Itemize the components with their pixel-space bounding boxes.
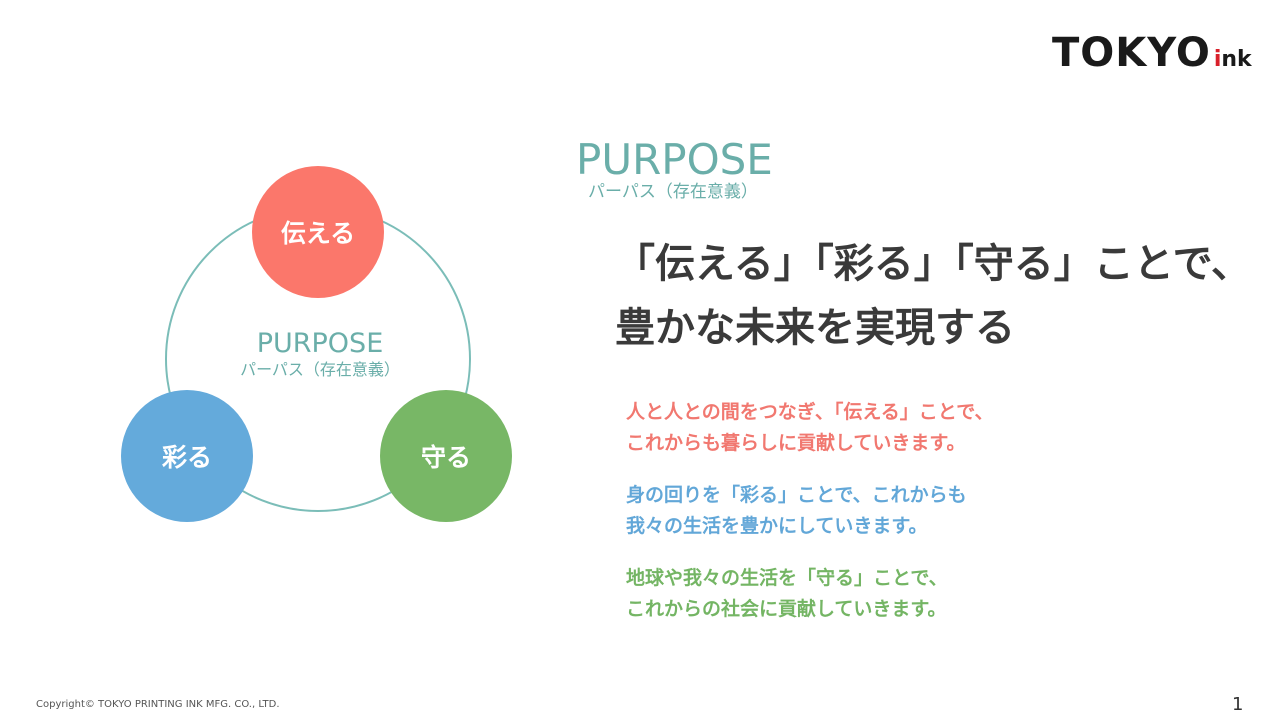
circle-mamoru: 守る <box>380 390 512 522</box>
paragraph-line: 地球や我々の生活を「守る」ことで、 <box>626 567 948 589</box>
page-number: 1 <box>1232 694 1244 715</box>
headline: 「伝える」「彩る」「守る」ことで、 豊かな未来を実現する <box>615 232 1251 360</box>
logo-ink: ink <box>1213 47 1252 72</box>
paragraph-line: 身の回りを「彩る」ことで、これからも <box>626 484 967 506</box>
paragraph-tsutaeru: 人と人との間をつなぎ、「伝える」ことで、 これからも暮らしに貢献していきます。 <box>626 397 993 459</box>
section-title-jp: パーパス（存在意義） <box>588 182 758 202</box>
headline-line-2: 豊かな未来を実現する <box>615 305 1015 351</box>
diagram-center-label: PURPOSE パーパス（存在意義） <box>200 328 440 380</box>
copyright-notice: Copyright© TOKYO PRINTING INK MFG. CO., … <box>36 699 280 710</box>
logo-wordmark: TOKYO <box>1052 30 1211 76</box>
diagram-center-subtitle: パーパス（存在意義） <box>240 360 400 379</box>
paragraph-irodoru: 身の回りを「彩る」ことで、これからも 我々の生活を豊かにしていきます。 <box>626 480 967 542</box>
paragraph-line: 我々の生活を豊かにしていきます。 <box>626 515 928 537</box>
diagram-center-title: PURPOSE <box>256 328 384 359</box>
paragraph-line: 人と人との間をつなぎ、「伝える」ことで、 <box>626 401 994 423</box>
purpose-diagram: PURPOSE パーパス（存在意義） 伝える 彩る 守る <box>0 0 600 720</box>
paragraph-line: これからも暮らしに貢献していきます。 <box>626 432 966 454</box>
section-title: PURPOSE パーパス（存在意義） <box>576 135 773 203</box>
circle-tsutaeru: 伝える <box>252 166 384 298</box>
paragraph-mamoru: 地球や我々の生活を「守る」ことで、 これからの社会に貢献していきます。 <box>626 563 948 625</box>
paragraph-line: これからの社会に貢献していきます。 <box>626 598 947 620</box>
circle-irodoru: 彩る <box>121 390 253 522</box>
section-title-en: PURPOSE <box>576 135 773 184</box>
headline-line-1: 「伝える」「彩る」「守る」ことで、 <box>615 241 1251 287</box>
